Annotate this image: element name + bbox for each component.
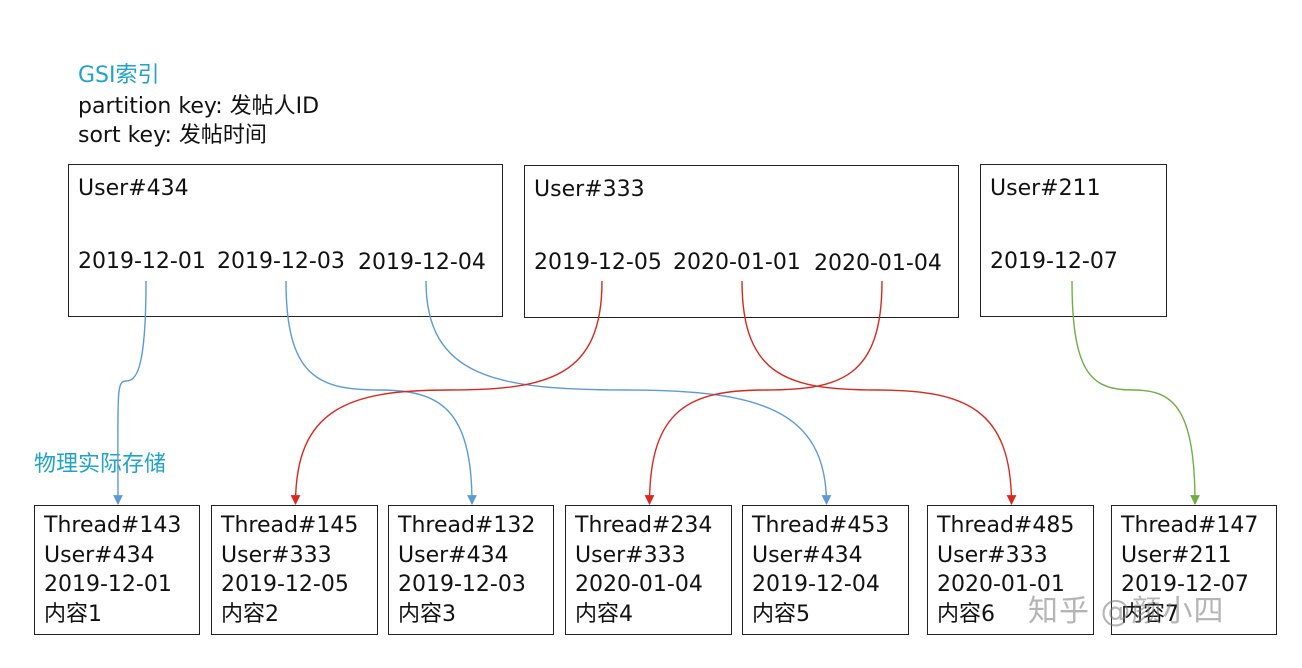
thread-content: 内容5	[752, 601, 810, 627]
thread-user: User#434	[44, 542, 155, 568]
gsi-date-entry: 2020-01-04	[814, 251, 942, 276]
thread-user: User#333	[937, 542, 1048, 568]
gsi-group-user-label: User#211	[990, 176, 1101, 201]
gsi-date-entry: 2020-01-01	[673, 250, 801, 275]
thread-date: 2019-12-07	[1121, 572, 1249, 597]
gsi-group-user-211: User#211 2019-12-07	[980, 164, 1167, 317]
gsi-date-entry: 2019-12-07	[990, 249, 1118, 274]
gsi-date-entry: 2019-12-01	[78, 249, 206, 274]
thread-id: Thread#143	[44, 513, 182, 538]
gsi-group-user-label: User#434	[78, 176, 189, 201]
thread-box-147: Thread#147 User#211 2019-12-07 内容7	[1111, 505, 1277, 635]
thread-id: Thread#453	[752, 513, 890, 538]
thread-content: 内容3	[398, 601, 456, 627]
thread-date: 2019-12-01	[44, 572, 172, 597]
thread-id: Thread#147	[1121, 513, 1259, 538]
thread-date: 2019-12-03	[398, 572, 526, 597]
thread-content: 内容7	[1121, 601, 1179, 627]
gsi-group-user-333: User#333 2019-12-05 2020-01-01 2020-01-0…	[524, 165, 959, 318]
thread-id: Thread#145	[221, 513, 359, 538]
thread-id: Thread#132	[398, 513, 536, 538]
gsi-date-entry: 2019-12-04	[358, 250, 486, 275]
thread-box-485: Thread#485 User#333 2020-01-01 内容6	[927, 505, 1094, 635]
gsi-index-title: GSI索引	[78, 63, 160, 88]
zhihu-watermark: 知乎 @颜小四	[1028, 594, 1225, 629]
thread-id: Thread#234	[575, 513, 713, 538]
thread-user: User#333	[575, 542, 686, 568]
partition-key-label: partition key: 发帖人ID	[78, 94, 320, 119]
thread-id: Thread#485	[937, 513, 1075, 538]
gsi-group-user-label: User#333	[534, 177, 645, 202]
thread-box-145: Thread#145 User#333 2019-12-05 内容2	[211, 505, 378, 635]
thread-user: User#434	[398, 542, 509, 568]
thread-content: 内容1	[44, 601, 102, 627]
thread-date: 2019-12-05	[221, 572, 349, 597]
thread-box-453: Thread#453 User#434 2019-12-04 内容5	[742, 505, 909, 635]
thread-date: 2020-01-04	[575, 572, 703, 597]
thread-content: 内容4	[575, 601, 633, 627]
gsi-group-user-434: User#434 2019-12-01 2019-12-03 2019-12-0…	[68, 164, 503, 317]
thread-box-143: Thread#143 User#434 2019-12-01 内容1	[34, 505, 200, 635]
thread-box-132: Thread#132 User#434 2019-12-03 内容3	[388, 505, 554, 635]
thread-date: 2019-12-04	[752, 572, 880, 597]
gsi-date-entry: 2019-12-05	[534, 250, 662, 275]
thread-date: 2020-01-01	[937, 572, 1065, 597]
thread-content: 内容2	[221, 601, 279, 627]
thread-user: User#333	[221, 542, 332, 568]
gsi-date-entry: 2019-12-03	[217, 249, 345, 274]
thread-box-234: Thread#234 User#333 2020-01-04 内容4	[565, 505, 732, 635]
thread-content: 内容6	[937, 601, 995, 627]
thread-user: User#434	[752, 542, 863, 568]
physical-storage-title: 物理实际存储	[34, 452, 167, 477]
sort-key-label: sort key: 发帖时间	[78, 123, 267, 148]
thread-user: User#211	[1121, 542, 1232, 568]
